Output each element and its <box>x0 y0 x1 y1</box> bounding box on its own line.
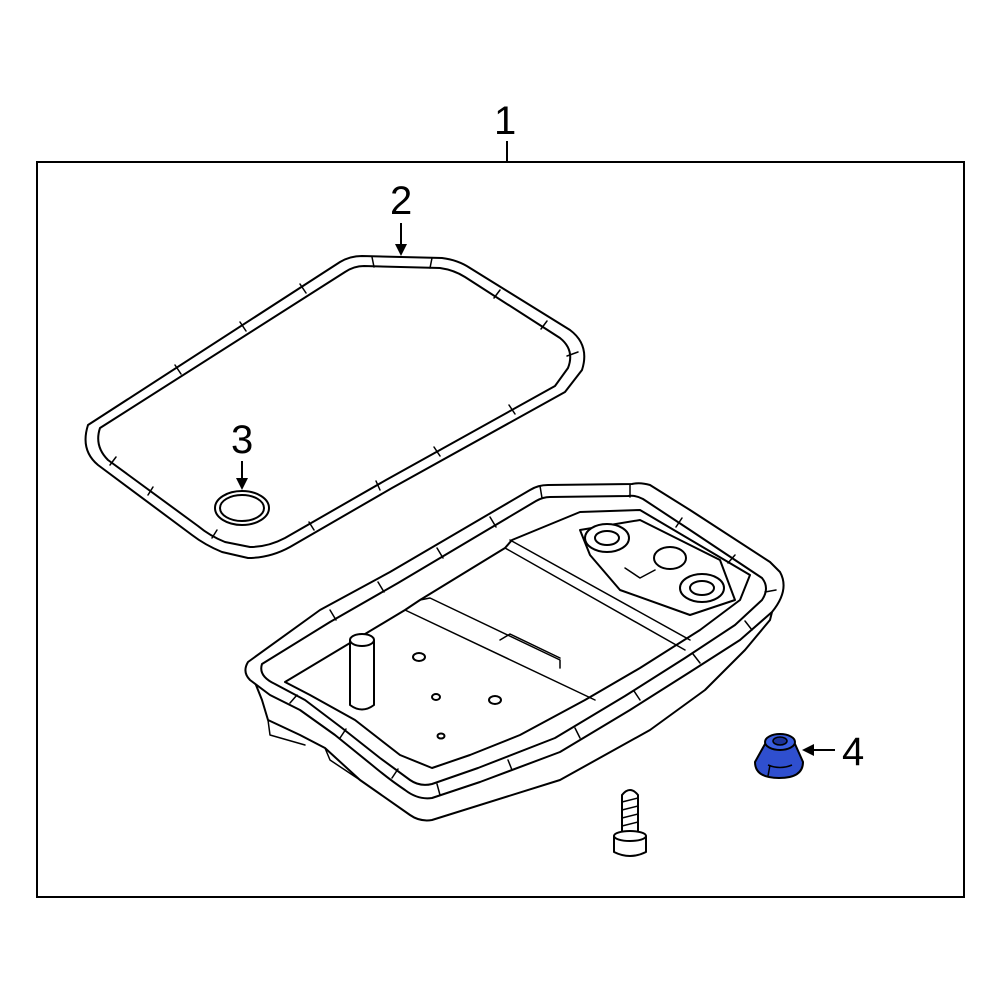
callout-2[interactable]: 2 <box>390 179 412 256</box>
callout-3-arrowhead <box>236 478 248 490</box>
pan-bosses <box>579 519 736 616</box>
magnet-post <box>349 633 375 711</box>
drain-plug-cap-icon[interactable] <box>753 733 805 780</box>
callout-4-arrowhead <box>802 744 814 756</box>
bolt-icon[interactable] <box>613 789 647 857</box>
gasket-tabs <box>109 256 579 539</box>
seal-ring-icon[interactable] <box>214 490 270 526</box>
assembly-frame <box>36 161 965 898</box>
callout-4[interactable]: 4 <box>802 730 864 774</box>
callout-1[interactable]: 1 <box>494 99 516 162</box>
callout-3-label: 3 <box>231 418 253 462</box>
pan-gasket-icon[interactable] <box>84 255 586 559</box>
callout-2-label: 2 <box>390 179 412 223</box>
callout-3[interactable]: 3 <box>231 418 253 490</box>
callout-2-arrowhead <box>395 244 407 256</box>
oil-pan-icon[interactable] <box>244 482 785 822</box>
callout-4-label: 4 <box>842 730 864 774</box>
callout-1-label: 1 <box>494 99 516 143</box>
pan-flange-tabs <box>289 484 777 796</box>
